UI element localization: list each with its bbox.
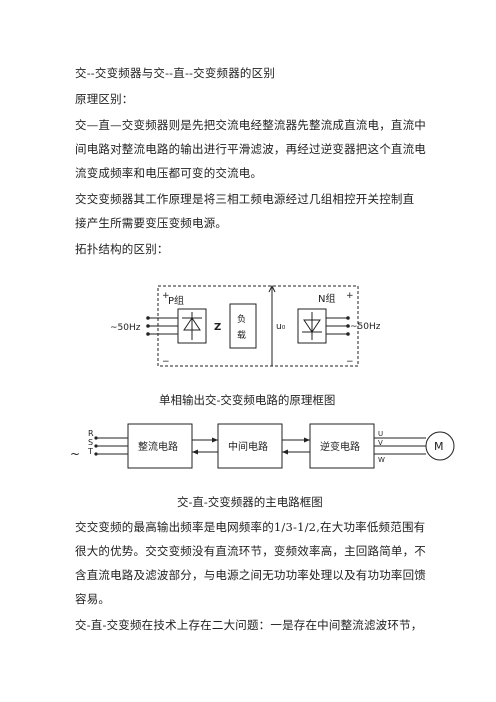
output-label-v: V bbox=[378, 439, 383, 447]
ac-tilde-symbol: ~ bbox=[70, 447, 80, 461]
rectifier-label: 整流电路 bbox=[138, 440, 178, 453]
minus-sign: − bbox=[346, 357, 354, 367]
z-label: Z bbox=[214, 322, 221, 333]
paragraph-line: 容易。 bbox=[75, 592, 111, 606]
left-freq-label: ~50Hz bbox=[110, 323, 141, 333]
diagram2-caption: 交-直-交变频器的主电路框图 bbox=[177, 495, 323, 509]
motor-label: M bbox=[434, 440, 444, 453]
paragraph-line: 很大的优势。交交变频没有直流环节，变频效率高，主回路简单，不 bbox=[75, 544, 426, 558]
plus-sign: + bbox=[162, 291, 170, 301]
paragraph-line: 交-直-交变频在技术上存在二大问题：一是存在中间整流滤波环节， bbox=[75, 618, 423, 632]
p-group-label: P组 bbox=[168, 294, 184, 307]
load-label-2: 载 bbox=[237, 329, 246, 341]
paragraph-line: 接产生所需要变压变频电源。 bbox=[75, 216, 228, 230]
paragraph-line: 交—直—交变频器则是先把交流电经整流器先整流成直流电，直流中 bbox=[75, 118, 426, 132]
cycloconverter-diagram: P组 N组 ~50Hz ~50Hz Z 负 载 u₀ + − + − bbox=[110, 284, 380, 367]
load-label-1: 负 bbox=[237, 313, 246, 325]
ac-dc-ac-diagram: R S T ~ 整流电路 中间电路 逆变电路 U V W M bbox=[70, 423, 455, 469]
paragraph-line: 交交变频器其工作原理是将三相工频电源经过几组相控开关控制直 bbox=[75, 192, 415, 206]
n-group-label: N组 bbox=[318, 292, 335, 305]
plus-sign: + bbox=[346, 291, 354, 301]
input-label-s: S bbox=[88, 438, 93, 447]
paragraph-line: 间电路对整流电路的输出进行平滑滤波，再经过逆变器把这个直流电 bbox=[75, 142, 426, 156]
output-label-w: W bbox=[378, 456, 385, 464]
inverter-label: 逆变电路 bbox=[320, 440, 360, 453]
intermediate-block bbox=[217, 423, 283, 469]
intermediate-label: 中间电路 bbox=[228, 440, 268, 453]
load-box bbox=[229, 303, 257, 349]
section-heading-principle: 原理区别： bbox=[75, 92, 134, 106]
paragraph-line: 含直流电路及滤波部分，与电源之间无功功率处理以及有功功率回馈 bbox=[75, 568, 426, 582]
input-label-t: T bbox=[87, 447, 93, 456]
output-label-u: U bbox=[378, 430, 383, 438]
paragraph-line: 流变成频率和电压都可变的交流电。 bbox=[75, 166, 263, 180]
paragraph-line: 交交变频的最高输出频率是电网频率的1/3-1/2,在大功率低频范围有 bbox=[75, 520, 426, 534]
right-freq-label: ~50Hz bbox=[350, 322, 380, 332]
document-title: 交--交变频器与交--直--交变频器的区别 bbox=[75, 66, 276, 80]
u0-label: u₀ bbox=[276, 322, 286, 332]
minus-sign: − bbox=[162, 357, 170, 367]
section-heading-topology: 拓扑结构的区别： bbox=[75, 242, 169, 256]
diagram1-caption: 单相输出交-交变频电路的原理框图 bbox=[159, 393, 336, 407]
input-label-r: R bbox=[88, 429, 94, 438]
